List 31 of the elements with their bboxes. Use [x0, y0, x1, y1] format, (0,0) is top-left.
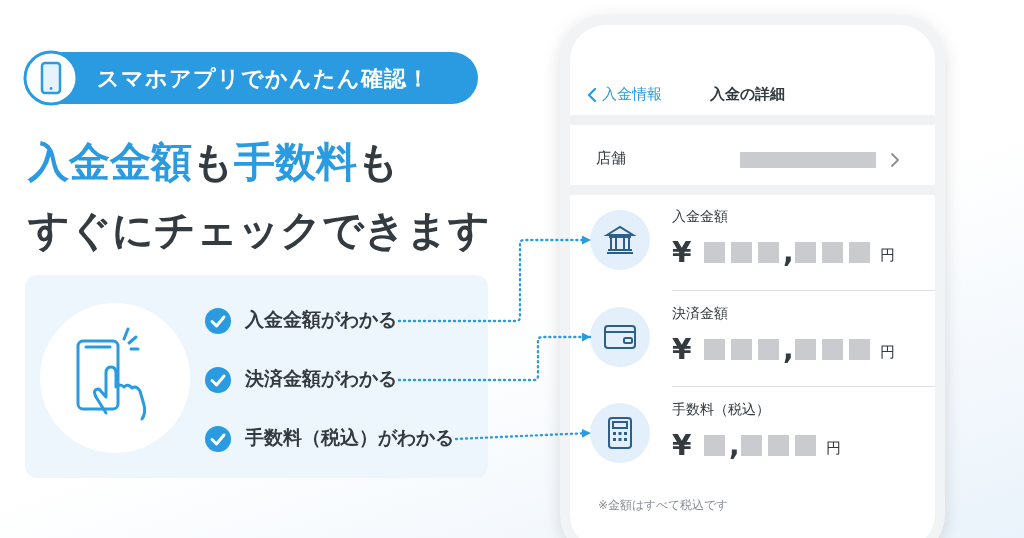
currency-unit: 円 [826, 439, 841, 458]
feature-text: 決済金額がわかる [245, 366, 397, 391]
feature-text: 手数料（税込）がわかる [245, 425, 454, 450]
banner-text: スマホアプリでかんたん確認！ [97, 65, 430, 93]
currency-sign: ¥ [672, 236, 692, 270]
screen-title: 入金の詳細 [710, 85, 785, 104]
footnote: ※金額はすべて税込です [598, 497, 729, 514]
icon-circle [590, 210, 650, 270]
thousands-separator: , [783, 333, 794, 367]
field-label: 手数料（税込） [672, 401, 770, 419]
masked-value [740, 152, 876, 168]
feature-panel [25, 275, 488, 478]
dotted-arrow [397, 235, 592, 323]
banner-pill [25, 52, 478, 104]
headline: 入金金額も手数料もすぐにチェックできます [28, 137, 490, 256]
field-label: 店舗 [596, 149, 626, 168]
field-label: 入金金額 [672, 208, 728, 226]
currency-sign: ¥ [672, 333, 692, 367]
thousands-separator: , [729, 429, 740, 463]
dotted-arrow [397, 332, 592, 382]
phone-frame [560, 15, 945, 538]
currency-unit: 円 [880, 246, 895, 265]
currency-unit: 円 [880, 343, 895, 362]
icon-circle [590, 403, 650, 463]
icon-circle [590, 307, 650, 367]
dotted-arrow [454, 428, 592, 441]
feature-text: 入金金額がわかる [245, 307, 397, 332]
field-label: 決済金額 [672, 305, 728, 323]
back-link: 入金情報 [586, 85, 662, 104]
thousands-separator: , [783, 236, 794, 270]
currency-sign: ¥ [672, 429, 692, 463]
